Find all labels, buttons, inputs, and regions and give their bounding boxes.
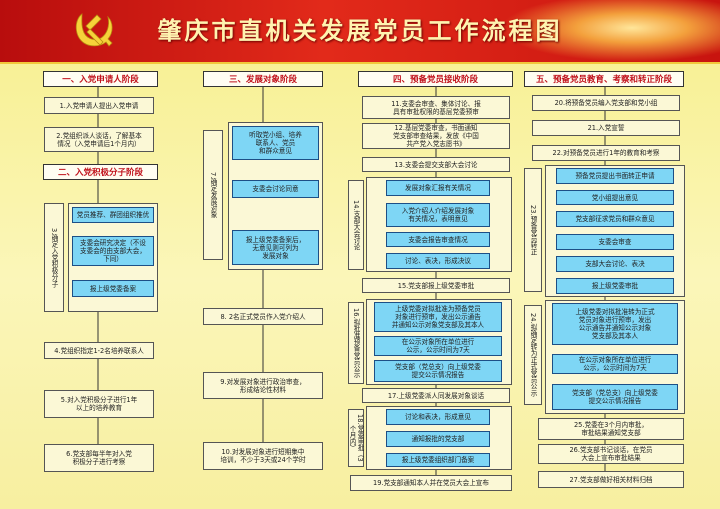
step-3c: 报上级党委备案 — [72, 280, 154, 297]
step-16a: 上级党委对拟批准为预备党员 对象进行预审，发出公示通告 并通知公示对象党支部及其… — [374, 302, 502, 332]
step-16-label: 16.拟批准预备党员公示 — [348, 302, 364, 384]
step-23-group — [545, 165, 685, 297]
stage-5-header: 五、预备党员教育、考察和转正阶段 — [524, 71, 684, 87]
step-23d: 支委会审查 — [556, 234, 674, 250]
step-11: 11.支委会审查、集体讨论、报 具有审批权限的基层党委预审 — [362, 96, 510, 119]
step-26: 26.党支部书记谈话，在党员 大会上宣布审批结果 — [538, 444, 684, 464]
step-1: 1.入党申请人提出入党申请 — [44, 97, 154, 114]
stage-3-header: 三、发展对象阶段 — [203, 71, 323, 87]
page-title: 肇庆市直机关发展党员工作流程图 — [157, 16, 563, 45]
step-23e: 支部大会讨论、表决 — [556, 256, 674, 272]
step-23a: 预备党员提出书面转正申请 — [556, 168, 674, 184]
step-20: 20.将预备党员编入党支部和党小组 — [532, 95, 680, 111]
stage-4-header: 四、预备党员接收阶段 — [358, 71, 513, 87]
step-16c: 党支部（党总支）向上级党委 提交公示情况报告 — [374, 360, 502, 382]
step-14c: 支委会报告审查情况 — [386, 232, 490, 247]
step-7c: 报上级党委备案后， 无意见则可列为 发展对象 — [232, 230, 319, 265]
party-emblem-icon — [75, 13, 113, 47]
step-7-label: 7.确定发展对象 — [203, 130, 223, 260]
stage-2-header: 二、入党积极分子阶段 — [43, 164, 158, 180]
banner-glow — [500, 0, 720, 62]
step-16b: 在公示对象所在单位进行 公示，公示时间为7天 — [374, 336, 502, 356]
step-4: 4.党组织指定1-2名培养联系人 — [44, 342, 154, 359]
step-3-label: 3.确定入党积极分子 — [44, 203, 64, 312]
step-19: 19.党支部通知本人并在党员大会上宣布 — [350, 475, 512, 491]
step-24c: 党支部（党总支）向上级党委 提交公示情况报告 — [552, 384, 678, 410]
step-5: 5.对入党积极分子进行1年 以上的培养教育 — [44, 390, 154, 418]
step-7b: 支委会讨论同意 — [232, 180, 319, 198]
title-banner — [0, 0, 720, 64]
step-18a: 讨论和表决，形成意见 — [386, 409, 490, 425]
step-14a: 发展对象汇报有关情况 — [386, 180, 490, 196]
step-14-label: 14.支部大会讨论 — [348, 180, 364, 270]
step-23-label: 23.预备党员转正 — [524, 168, 542, 292]
stage-1-header: 一、入党申请人阶段 — [43, 71, 158, 87]
step-23b: 党小组提出意见 — [556, 190, 674, 205]
step-13: 13.支委会提交支部大会讨论 — [362, 157, 510, 172]
step-10: 10.对发展对象进行短期集中 培训，不少于3天或24个学时 — [203, 442, 323, 470]
step-23f: 报上级党委审批 — [556, 278, 674, 294]
step-2: 2.党组织派人谈话，了解基本 情况（入党申请后1个月内） — [44, 127, 154, 152]
step-24b: 在公示对象所在单位进行 公示，公示时间为7天 — [552, 354, 678, 374]
step-18-label: 18.党委审批（3个月内） — [348, 409, 364, 467]
step-24-label: 24.拟确定转为正式党员公示 — [524, 305, 542, 405]
step-17: 17.上级党委派人同发展对象谈话 — [362, 388, 510, 403]
step-18c: 报上级党委组织部门备案 — [386, 453, 490, 467]
step-7a: 听取党小组、培养 联系人、党员 和群众意见 — [232, 126, 319, 160]
step-8: 8. 2名正式党员作入党介绍人 — [203, 308, 323, 325]
step-14b: 入党介绍人介绍发展对象 有关情况，表明意见 — [386, 203, 490, 227]
step-21: 21.入党宣誓 — [532, 120, 680, 136]
step-6: 6.党支部每半年对入党 积极分子进行考察 — [44, 444, 154, 472]
step-9: 9.对发展对象进行政治审查， 形成结论性材料 — [203, 372, 323, 399]
step-12: 12.基层党委审查，书面通知 党支部审查结果，发放《中国 共产党入党志愿书》 — [362, 123, 510, 149]
step-22: 22.对预备党员进行1年的教育和考察 — [532, 145, 680, 161]
step-25: 25.党委在3个月内审批， 审批结果通知党支部 — [538, 418, 684, 440]
step-23c: 党支部征求党员和群众意见 — [556, 211, 674, 227]
step-27: 27.党支部做好相关材料归档 — [538, 471, 684, 488]
step-24a: 上级党委对拟批准转为正式 党员对象进行预审，发出 公示通告并通知公示对象 党支部… — [552, 303, 678, 345]
step-18b: 通知报批的党支部 — [386, 431, 490, 447]
step-3b: 支委会研究决定（不设 支委会的由支部大会， 下同） — [72, 236, 154, 266]
step-3a: 党员推荐、群团组织推优 — [72, 207, 154, 223]
step-15: 15.党支部报上级党委审批 — [362, 278, 510, 293]
step-14d: 讨论、表决，形成决议 — [386, 253, 490, 269]
